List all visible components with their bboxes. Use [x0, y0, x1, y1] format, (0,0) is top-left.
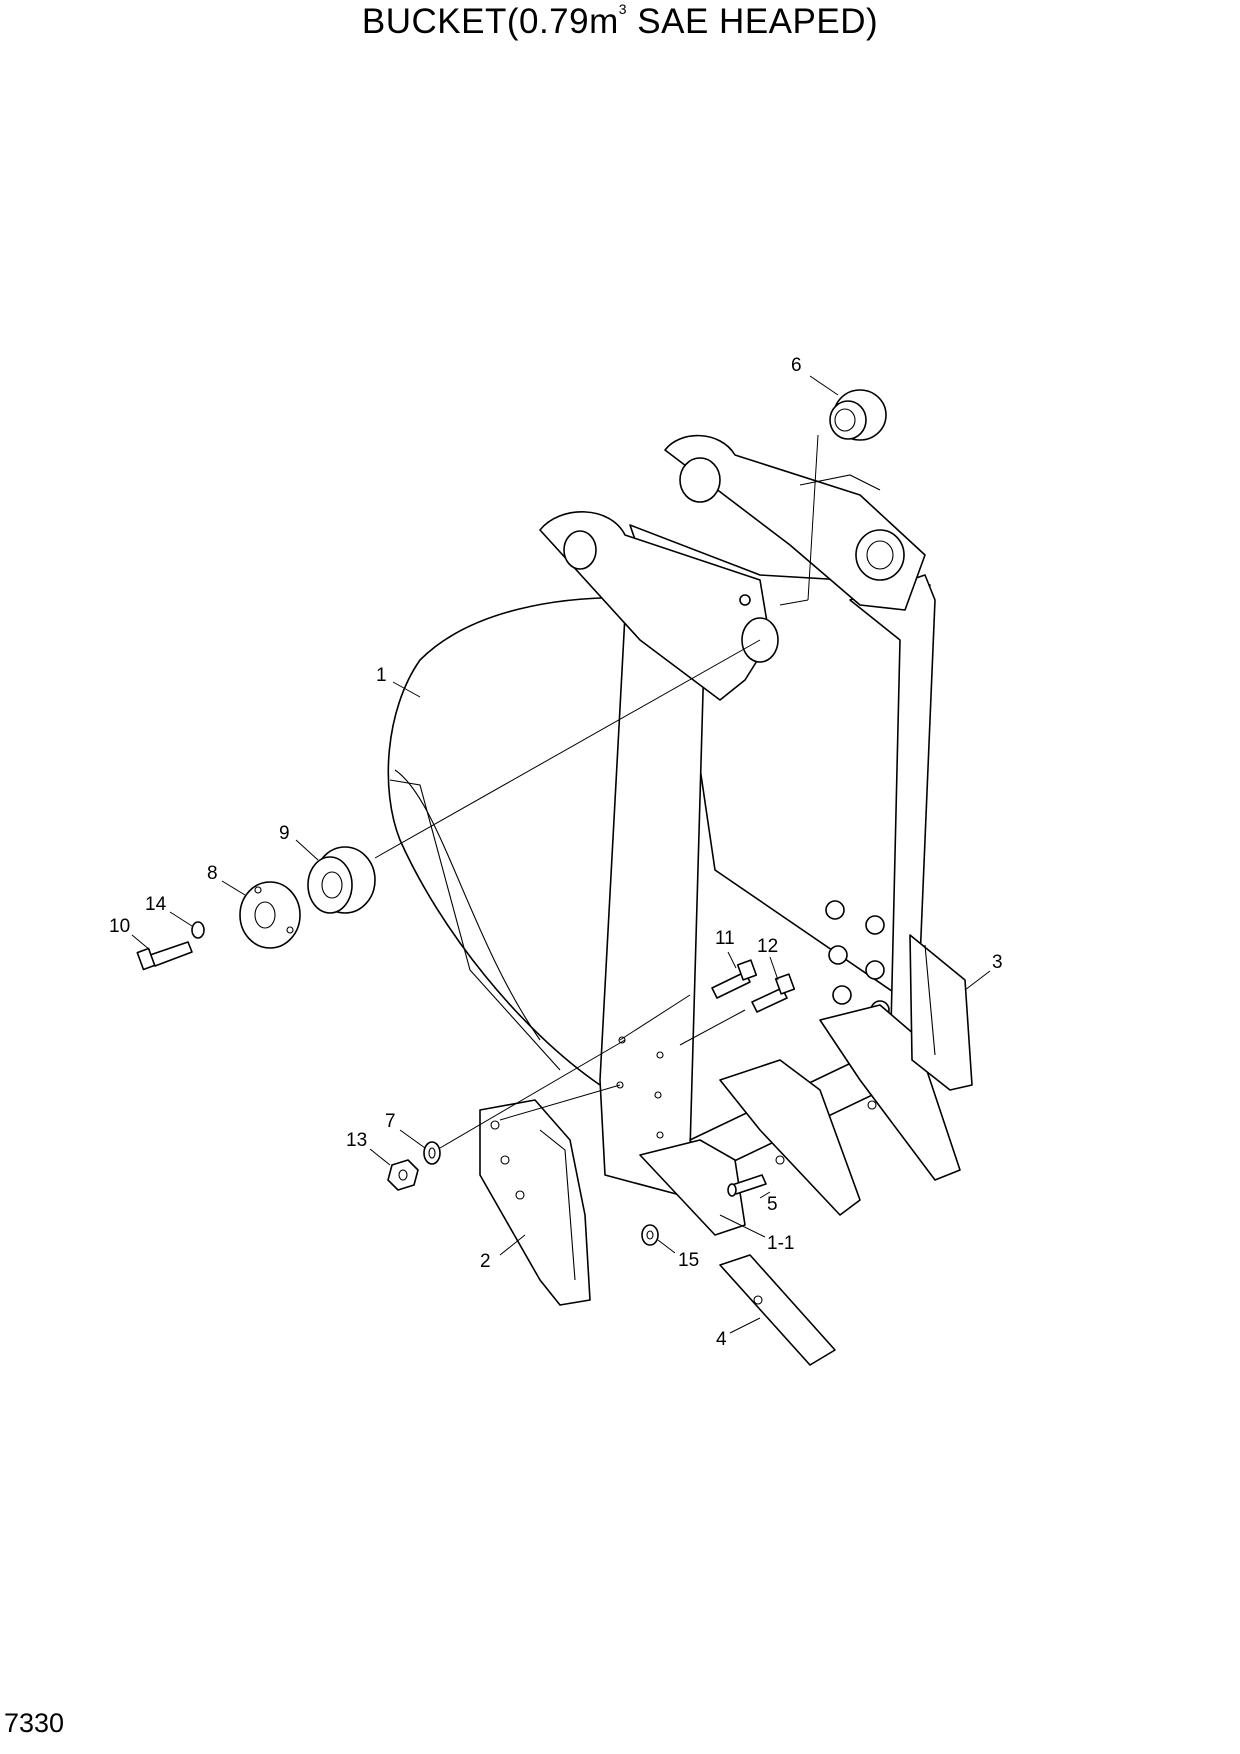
- bolt-11: [711, 959, 758, 999]
- callout-8: 8: [207, 863, 218, 884]
- callout-10: 10: [109, 916, 130, 937]
- callout-9: 9: [279, 823, 290, 844]
- title-prefix: BUCKET(0.79m: [361, 2, 619, 41]
- callout-12: 12: [757, 936, 778, 957]
- teeth-row: [639, 1004, 961, 1236]
- bushing-top: [829, 389, 887, 441]
- plate-washer: [239, 881, 301, 949]
- assembly-lines: [374, 434, 819, 1149]
- callout-13: 13: [346, 1130, 367, 1151]
- callouts: 1 6 9 8 14 10 11 12 3 7 13 2 5 1-1 15 4: [109, 355, 1003, 1350]
- pin-5: [727, 1174, 767, 1197]
- side-cutter-left: [479, 1099, 591, 1306]
- washer-14: [191, 921, 205, 939]
- tooth-loose: [719, 1254, 836, 1366]
- bolt-10: [136, 941, 193, 971]
- bolt-12: [751, 973, 796, 1013]
- washer-7: [423, 1141, 441, 1165]
- leader-lines: [131, 375, 991, 1334]
- spacer-ring: [307, 846, 376, 914]
- callout-15: 15: [678, 1250, 699, 1271]
- callout-4: 4: [716, 1329, 727, 1350]
- title-suffix: SAE HEAPED): [627, 2, 879, 41]
- side-cutter-right: [909, 934, 973, 1091]
- callout-7: 7: [385, 1111, 396, 1132]
- callout-11: 11: [715, 928, 735, 949]
- washer-15: [641, 1224, 659, 1246]
- callout-2: 2: [480, 1251, 491, 1272]
- bucket-body: [387, 434, 936, 1196]
- callout-3: 3: [992, 952, 1003, 973]
- callout-1-1: 1-1: [767, 1233, 794, 1254]
- diagram-title: BUCKET(0.79m3 SAE HEAPED): [0, 1, 1240, 42]
- callout-14: 14: [145, 894, 167, 915]
- callout-1: 1: [376, 665, 387, 686]
- title-superscript: 3: [618, 1, 628, 18]
- callout-6: 6: [791, 355, 802, 376]
- page-number: 7330: [4, 1708, 65, 1738]
- callout-5: 5: [767, 1194, 778, 1215]
- nut-13: [387, 1159, 419, 1191]
